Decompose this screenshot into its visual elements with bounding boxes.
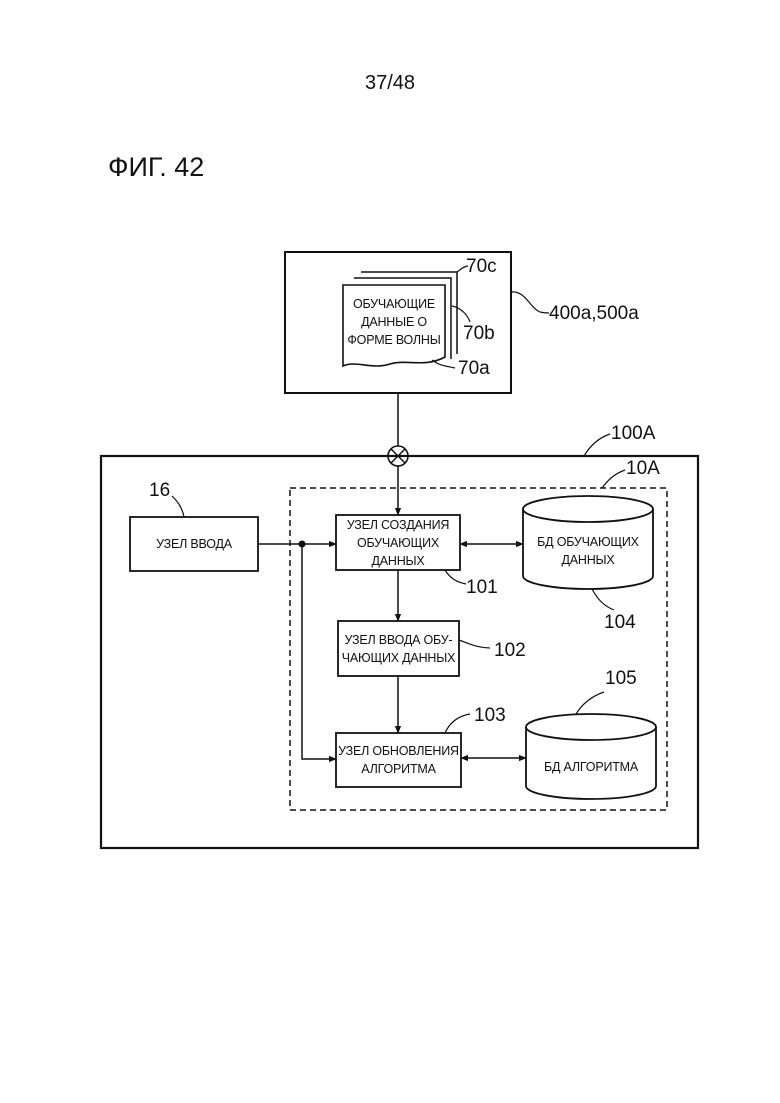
training-db-label: БД ОБУЧАЮЩИХ ДАННЫХ [523,524,653,578]
ref-400a-500a: 400a,500a [549,303,639,325]
update-unit-line-1: УЗЕЛ ОБНОВЛЕНИЯ [338,742,459,760]
leader-102 [459,640,490,648]
leader-10a [602,470,625,488]
leader-100a [584,434,610,456]
ref-103: 103 [474,705,506,727]
ref-100a: 100A [611,423,655,445]
input-unit-label: УЗЕЛ ВВОДА [130,517,258,571]
waveform-data-line-1: ОБУЧАЮЩИЕ [353,295,435,313]
waveform-data-line-2: ДАННЫЕ О [361,313,427,331]
ref-16: 16 [149,480,170,502]
update-unit-label: УЗЕЛ ОБНОВЛЕНИЯ АЛГОРИТМА [336,733,461,787]
leader-400a [511,292,549,313]
input-to-update-arrow [302,544,336,759]
create-unit-line-1: УЗЕЛ СОЗДАНИЯ [347,516,450,534]
leader-105 [576,692,604,714]
ref-10a: 10A [626,458,660,480]
train-input-line-2: ЧАЮЩИХ ДАННЫХ [342,649,455,667]
ref-70b: 70b [463,323,495,345]
leader-103 [445,714,470,733]
update-unit-line-2: АЛГОРИТМА [361,760,436,778]
leader-16 [172,496,184,517]
ref-102: 102 [494,640,526,662]
training-db-line-1: БД ОБУЧАЮЩИХ [537,533,639,551]
leader-101 [445,570,466,584]
waveform-data-line-3: ФОРМЕ ВОЛНЫ [347,331,440,349]
ref-70a: 70a [458,358,490,380]
waveform-data-label: ОБУЧАЮЩИЕ ДАННЫЕ О ФОРМЕ ВОЛНЫ [343,290,445,354]
input-unit-text: УЗЕЛ ВВОДА [156,535,232,553]
create-unit-label: УЗЕЛ СОЗДАНИЯ ОБУЧАЮЩИХ ДАННЫХ [336,515,460,570]
algorithm-db-label: БД АЛГОРИТМА [526,742,656,792]
leader-104 [592,589,614,610]
algorithm-db-text: БД АЛГОРИТМА [544,758,638,776]
training-db-line-2: ДАННЫХ [561,551,614,569]
ref-101: 101 [466,577,498,599]
create-unit-line-3: ДАННЫХ [371,552,424,570]
create-unit-line-2: ОБУЧАЮЩИХ [357,534,439,552]
train-input-line-1: УЗЕЛ ВВОДА ОБУ- [345,631,453,649]
ref-105: 105 [605,668,637,690]
train-input-unit-label: УЗЕЛ ВВОДА ОБУ- ЧАЮЩИХ ДАННЫХ [338,621,459,676]
ref-104: 104 [604,612,636,634]
ref-70c: 70c [466,256,497,278]
